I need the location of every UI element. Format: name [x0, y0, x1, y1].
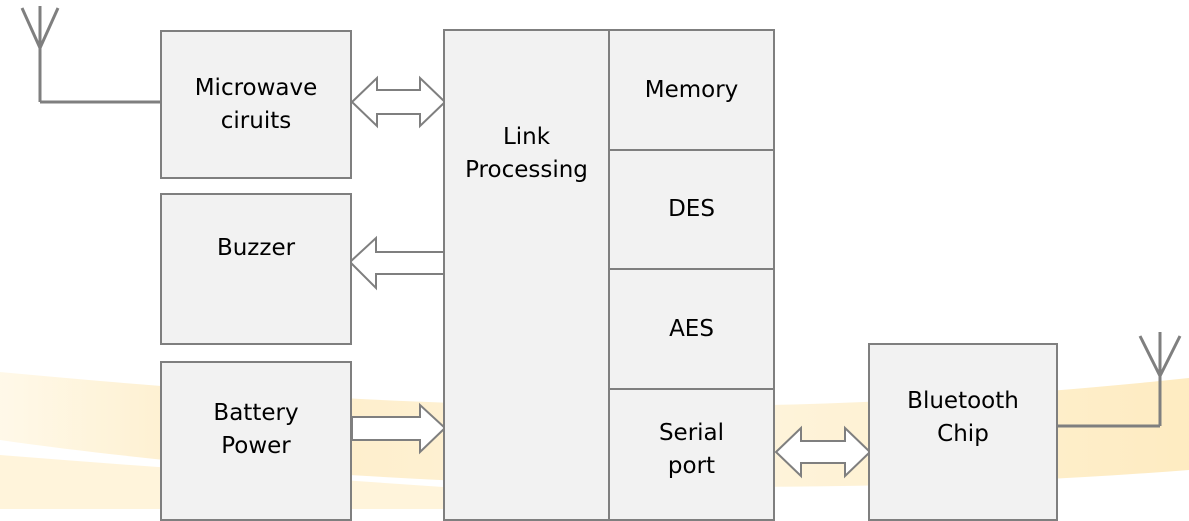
buzzer-label: Buzzer: [216, 235, 296, 261]
serial-port-block: Serial port: [608, 388, 775, 521]
microwave-circuits-block: Microwave ciruits: [160, 30, 352, 179]
buzzer-block: Buzzer: [160, 193, 352, 345]
link-processing-label: Link Processing: [465, 124, 588, 183]
bluetooth-chip-block: Bluetooth Chip: [868, 343, 1058, 521]
link-processing-block: Link Processing: [443, 29, 610, 521]
des-block: DES: [608, 149, 775, 270]
battery-power-block: Battery Power: [160, 361, 352, 521]
microwave-circuits-label: Microwave ciruits: [194, 74, 318, 134]
serial-port-label: Serial port: [658, 420, 725, 479]
memory-label: Memory: [644, 76, 739, 103]
battery-power-label: Battery Power: [213, 400, 299, 459]
aes-label: AES: [669, 315, 714, 342]
memory-block: Memory: [608, 29, 775, 151]
bluetooth-chip-label: Bluetooth Chip: [907, 388, 1019, 447]
des-label: DES: [668, 196, 715, 222]
aes-block: AES: [608, 268, 775, 390]
